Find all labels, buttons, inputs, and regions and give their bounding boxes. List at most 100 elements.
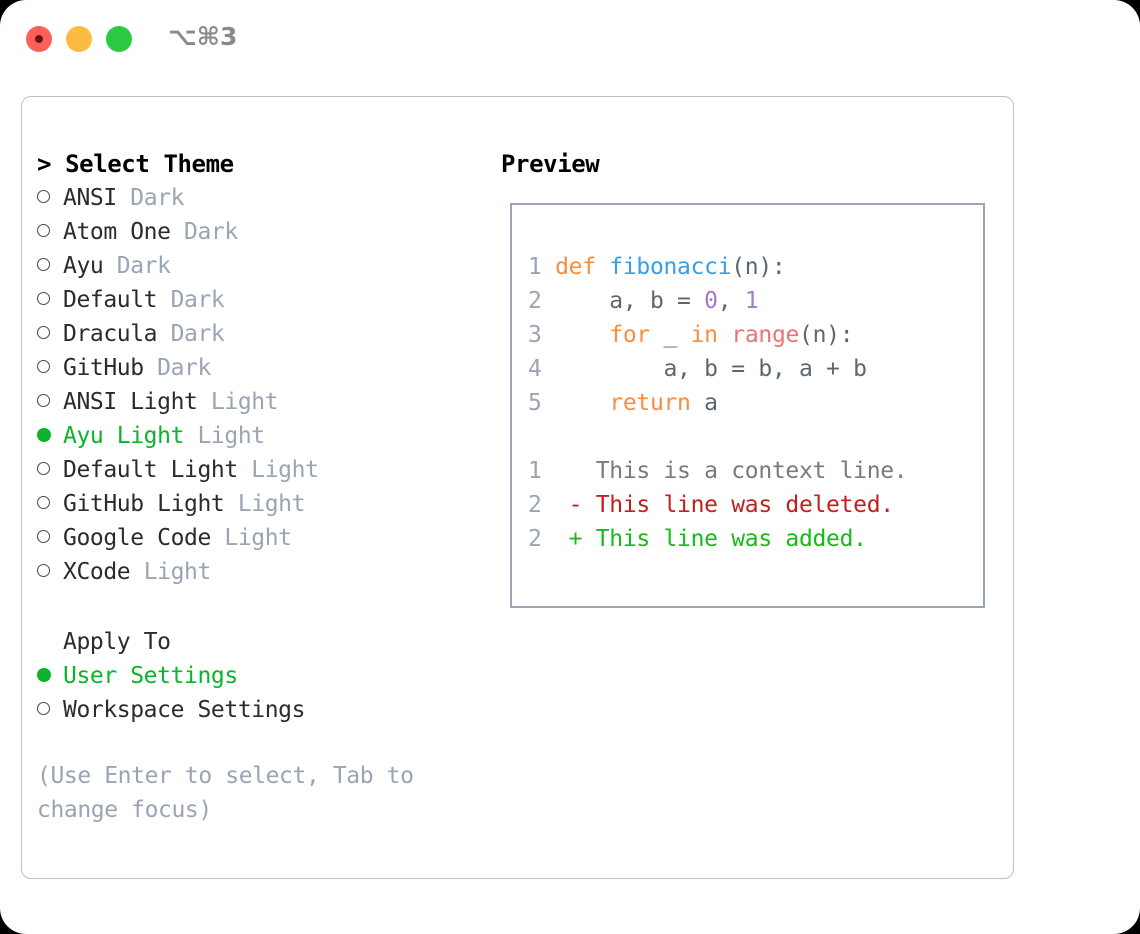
theme-list-item[interactable]: ANSI Dark (37, 181, 477, 215)
apply-to-option[interactable]: User Settings (37, 659, 477, 693)
section-spacer (37, 589, 477, 625)
radio-unselected-icon (37, 360, 50, 373)
diff-line-text: This is a context line. (555, 458, 908, 484)
code-token: _ (649, 322, 691, 348)
theme-kind-badge: Light (197, 389, 279, 415)
apply-to-label: User Settings (63, 663, 238, 689)
radio-unselected-icon (37, 530, 50, 543)
theme-name-label: Default (63, 287, 158, 313)
radio-unselected-icon (37, 190, 50, 203)
theme-kind-badge: Light (184, 423, 265, 449)
radio-unselected-icon (37, 394, 50, 407)
theme-list-item[interactable]: Dracula Dark (37, 317, 477, 351)
code-token: , (717, 288, 745, 314)
radio-selected-icon (37, 427, 51, 442)
keyboard-shortcut-label: ⌥⌘3 (168, 22, 238, 51)
theme-kind-badge: Dark (116, 185, 185, 211)
theme-name-label: XCode (63, 559, 131, 585)
theme-list-item[interactable]: Atom One Dark (37, 215, 477, 249)
apply-to-option[interactable]: Workspace Settings (37, 693, 477, 727)
diff-line-text: - This line was deleted. (555, 492, 894, 518)
code-line: 1 def fibonacci(n): (528, 250, 907, 284)
code-token: def (555, 254, 610, 280)
theme-list-item[interactable]: Ayu Dark (37, 249, 477, 283)
theme-list-item[interactable]: Google Code Light (37, 521, 477, 555)
radio-unselected-icon (37, 496, 50, 509)
keyboard-hint-text: (Use Enter to select, Tab to change focu… (37, 763, 414, 823)
window-titlebar: ⌥⌘3 (0, 0, 1140, 78)
radio-unselected-icon (37, 224, 50, 237)
theme-name-label: Ayu Light (63, 423, 185, 449)
radio-unselected-icon (37, 292, 50, 305)
apply-to-label: Workspace Settings (63, 697, 306, 723)
radio-unselected-icon (37, 326, 50, 339)
code-token: 0 (704, 288, 718, 314)
theme-list-item[interactable]: Default Dark (37, 283, 477, 317)
code-line: 3 for _ in range(n): (528, 318, 907, 352)
theme-name-label: Default Light (63, 457, 238, 483)
code-line-number: 2 (528, 526, 556, 552)
code-token (718, 322, 732, 348)
theme-kind-badge: Light (237, 457, 319, 483)
code-token: return (609, 390, 691, 416)
theme-name-label: ANSI (63, 185, 117, 211)
recording-indicator-icon (35, 35, 43, 43)
diff-line: 2 - This line was deleted. (528, 488, 907, 522)
radio-unselected-icon (37, 564, 50, 577)
theme-kind-badge: Dark (157, 287, 225, 313)
code-token (555, 390, 609, 416)
select-theme-header: > Select Theme (37, 147, 477, 181)
select-theme-header-label: > Select Theme (37, 150, 234, 178)
code-token: in (690, 322, 718, 348)
code-line-number: 3 (528, 322, 556, 348)
theme-name-label: Atom One (63, 219, 171, 245)
radio-unselected-icon (37, 702, 50, 715)
theme-name-label: Dracula (63, 321, 158, 347)
minimize-button[interactable] (66, 26, 92, 52)
code-blank-line (528, 420, 907, 454)
code-token: (n): (799, 322, 854, 348)
theme-list-item[interactable]: Default Light Light (37, 453, 477, 487)
code-token: a, b = b, a + b (555, 356, 867, 382)
theme-list-item[interactable]: XCode Light (37, 555, 477, 589)
diff-line: 2 + This line was added. (528, 522, 907, 556)
apply-to-header: Apply To (63, 629, 171, 655)
theme-list-item[interactable]: Ayu Light Light (37, 419, 477, 453)
code-token: a, b = (555, 288, 705, 314)
theme-name-label: GitHub Light (63, 491, 225, 517)
theme-kind-badge: Dark (103, 253, 171, 279)
theme-kind-badge: Dark (170, 219, 238, 245)
code-token (555, 322, 609, 348)
theme-kind-badge: Dark (157, 321, 225, 347)
radio-unselected-icon (37, 258, 50, 271)
code-line-number: 1 (528, 458, 556, 484)
maximize-button[interactable] (106, 26, 132, 52)
code-line-number: 2 (528, 288, 556, 314)
code-line: 2 a, b = 0, 1 (528, 284, 907, 318)
diff-line-text: + This line was added. (555, 526, 867, 552)
code-line-number: 2 (528, 492, 556, 518)
code-line: 4 a, b = b, a + b (528, 352, 907, 386)
code-token: for (609, 322, 650, 348)
code-token: fibonacci (609, 254, 732, 280)
theme-kind-badge: Dark (143, 355, 211, 381)
theme-name-label: GitHub (63, 355, 144, 381)
theme-list-item[interactable]: GitHub Light Light (37, 487, 477, 521)
theme-kind-badge: Light (224, 491, 306, 517)
code-line: 5 return a (528, 386, 907, 420)
radio-selected-icon (37, 667, 51, 682)
theme-kind-badge: Light (210, 525, 292, 551)
theme-list-item[interactable]: ANSI Light Light (37, 385, 477, 419)
theme-list-item[interactable]: GitHub Dark (37, 351, 477, 385)
theme-name-label: Ayu (63, 253, 104, 279)
code-line-number: 4 (528, 356, 556, 382)
code-token: (n): (731, 254, 786, 280)
preview-title: Preview (501, 150, 600, 178)
radio-unselected-icon (37, 462, 50, 475)
